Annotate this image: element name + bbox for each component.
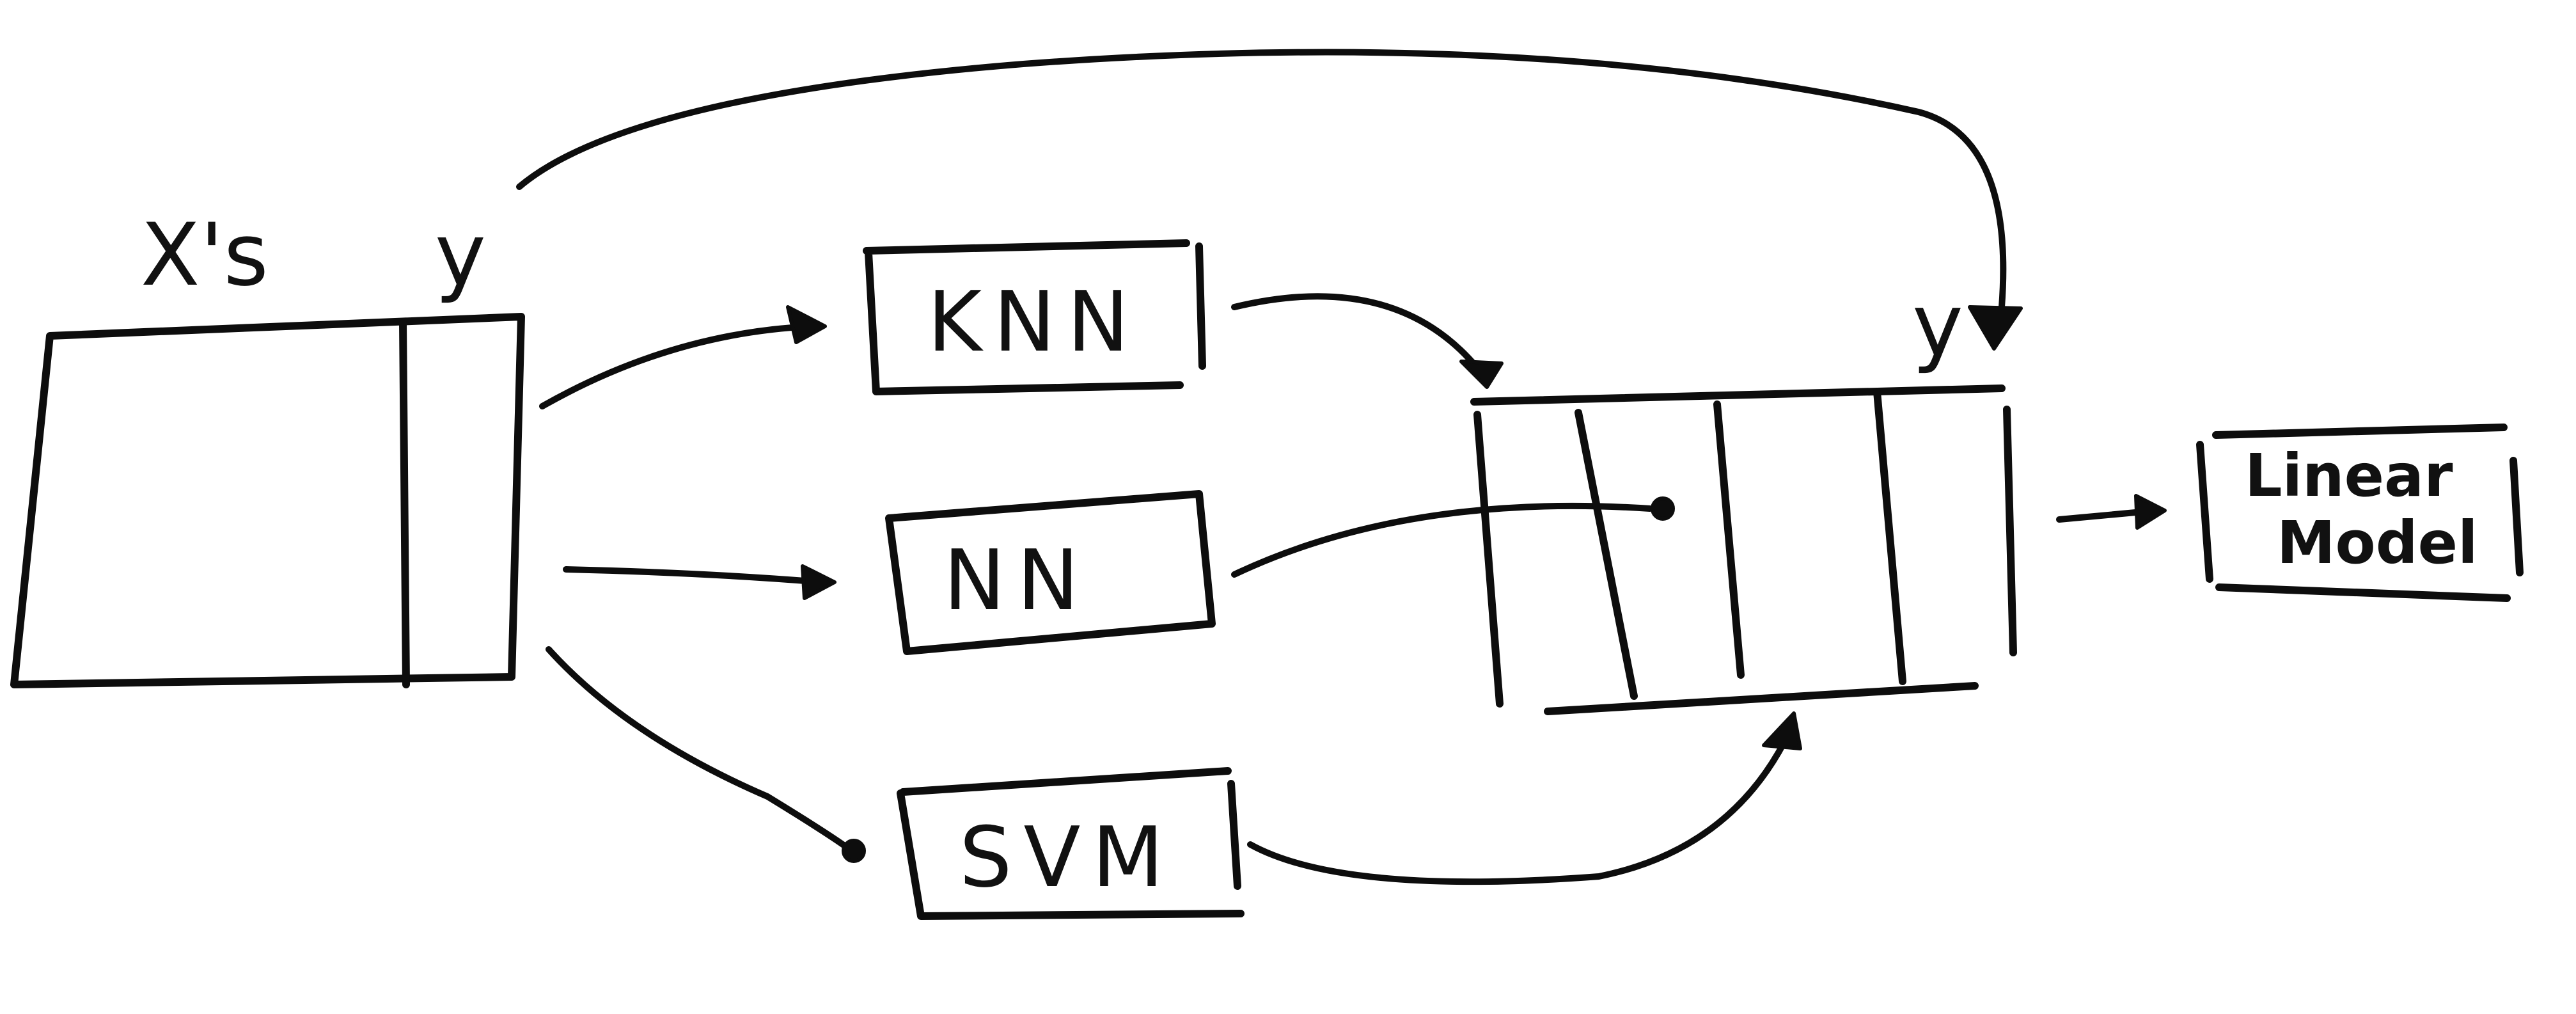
arrow-dataset-to-knn xyxy=(539,305,827,409)
arrow-svm-to-meta xyxy=(1247,711,1802,885)
arrow-dataset-to-svm xyxy=(546,646,866,863)
arrow-meta-to-linear-model xyxy=(2056,494,2167,530)
meta-features-table: y xyxy=(1470,275,2017,715)
meta-table-right-edge xyxy=(2003,406,2017,656)
linear-model-label-line1: Linear xyxy=(2245,441,2453,510)
training-dataset: X's y xyxy=(10,205,525,688)
arrow-dataset-to-nn xyxy=(563,564,836,600)
dataset-table-outline xyxy=(10,313,525,688)
linear-model-label-line2: Model xyxy=(2277,509,2478,577)
base-model-nn: NN xyxy=(885,490,1216,655)
svm-box xyxy=(897,767,1245,920)
arrow-target-passthrough xyxy=(516,49,2023,351)
meta-table-bottom xyxy=(1544,682,1979,715)
dataset-target-label: y xyxy=(435,205,486,305)
meta-target-label: y xyxy=(1912,275,1963,376)
meta-col-divider-1 xyxy=(1575,409,1638,700)
meta-table-left-edge xyxy=(1473,411,1504,708)
svm-label: SVM xyxy=(959,809,1175,906)
knn-box xyxy=(863,239,1206,395)
dataset-target-divider xyxy=(399,319,410,688)
arrow-nn-to-meta xyxy=(1231,496,1675,578)
meta-model-linear: Linear Model xyxy=(2196,424,2524,602)
meta-col-divider-3 xyxy=(1873,388,1906,685)
base-model-svm: SVM xyxy=(897,767,1245,920)
nn-label: NN xyxy=(943,532,1091,629)
nn-box xyxy=(885,490,1216,655)
arrow-knn-to-meta xyxy=(1231,293,1504,389)
features-label: X's xyxy=(141,205,269,305)
knn-label: KNN xyxy=(927,273,1141,370)
meta-col-divider-2 xyxy=(1713,400,1745,679)
meta-table-top xyxy=(1470,384,2006,406)
linear-model-box xyxy=(2196,424,2524,602)
base-model-knn: KNN xyxy=(863,239,1206,395)
